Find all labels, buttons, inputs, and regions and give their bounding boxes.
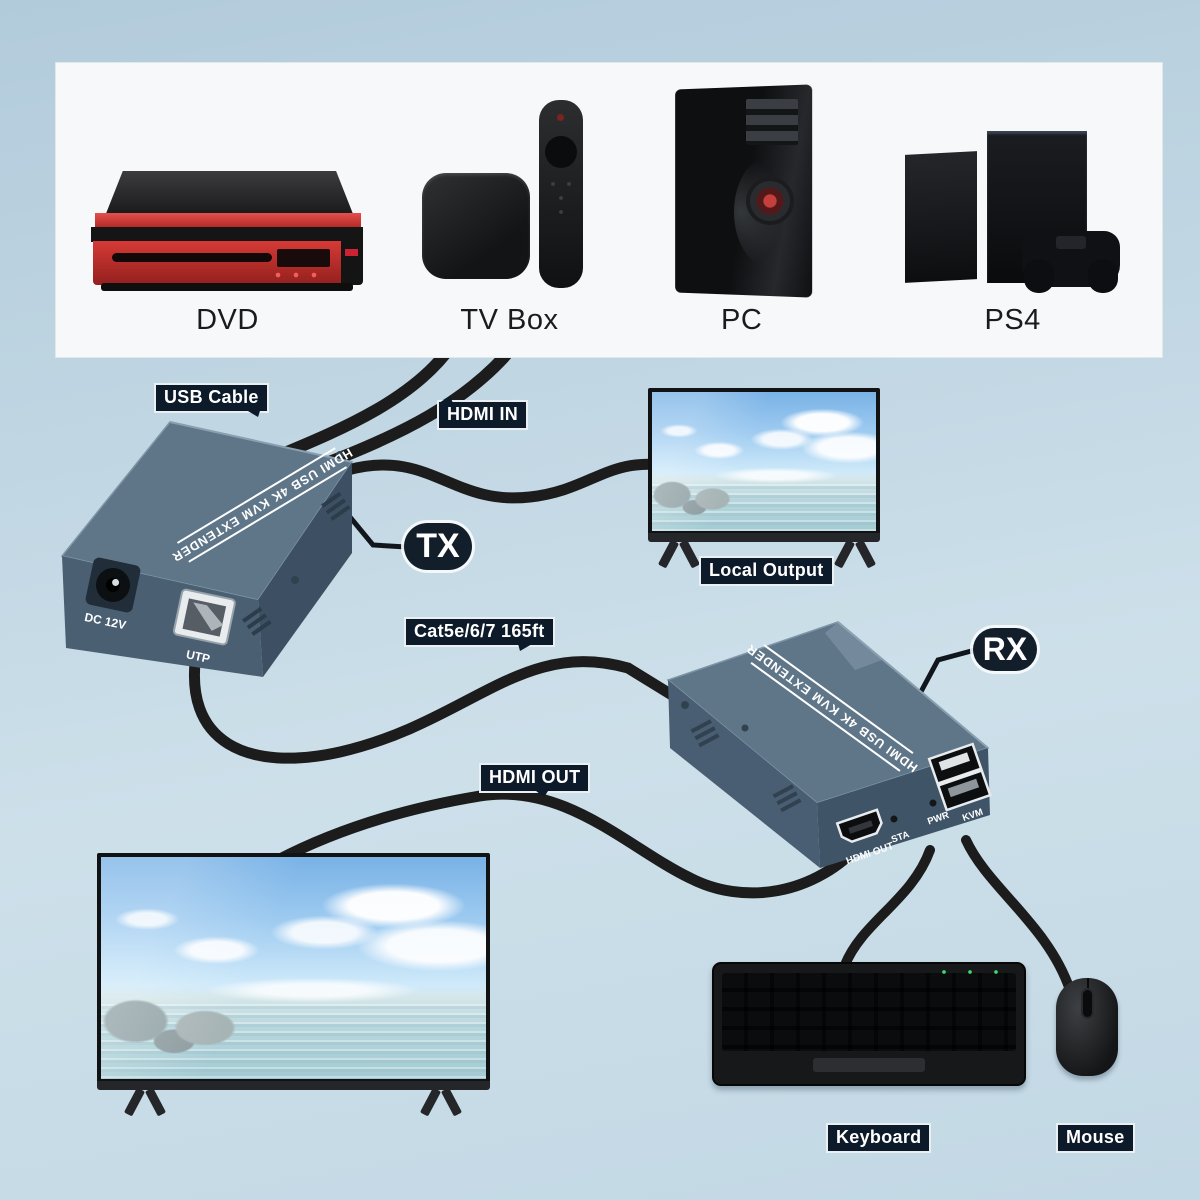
tx-vents-upper bbox=[321, 491, 351, 521]
remote-buttons bbox=[548, 178, 573, 218]
mouse-button-split bbox=[1087, 978, 1089, 992]
local-tv-left-leg bbox=[657, 539, 701, 569]
remote-output-tv bbox=[97, 853, 490, 1090]
mouse-cable-line bbox=[961, 835, 1075, 995]
device-cell-dvd: DVD bbox=[56, 63, 399, 357]
pc-art bbox=[672, 84, 812, 298]
usb-cable-tag: USB Cable bbox=[154, 383, 269, 413]
tv-box-body bbox=[421, 173, 530, 279]
keyboard-leds bbox=[938, 969, 1002, 975]
dvd-top-panel bbox=[105, 171, 354, 215]
svg-text:UTP: UTP bbox=[185, 647, 211, 666]
pc-drive-bays bbox=[745, 99, 798, 145]
tv-box bbox=[421, 100, 597, 295]
dvd-display bbox=[276, 249, 331, 267]
controller-touchpad bbox=[1056, 236, 1087, 249]
local-tv-screen bbox=[652, 392, 876, 531]
remote-tv-sheen bbox=[101, 857, 486, 1079]
remote-tv-right-leg bbox=[419, 1087, 463, 1117]
tx-extender-unit: HDMI USB 4K KVM EXTENDER DC 12V UTP bbox=[60, 421, 355, 677]
keyboard-cable-line bbox=[840, 845, 935, 970]
dvd-disc-tray bbox=[112, 253, 272, 262]
local-output-tv bbox=[648, 388, 880, 542]
dvd-front-panel bbox=[93, 241, 360, 285]
local-tv-sheen bbox=[652, 392, 876, 531]
rx-kvm-usb-ports: KVM bbox=[927, 742, 992, 824]
tx-pointer-line bbox=[342, 508, 409, 550]
rx-vents-upper bbox=[690, 719, 720, 748]
pc-label: PC bbox=[721, 304, 763, 336]
pc-tower bbox=[672, 84, 812, 298]
rx-vents-lower bbox=[772, 784, 802, 813]
rx-screw-2 bbox=[741, 724, 749, 732]
dvd-red-strip bbox=[95, 213, 362, 228]
remote-tv-bottom-bezel bbox=[97, 1081, 490, 1090]
controller-right-grip bbox=[1088, 259, 1119, 293]
dvd-black-band bbox=[91, 227, 364, 242]
dvd-base bbox=[101, 283, 354, 291]
cat5-tag: Cat5e/6/7 165ft bbox=[404, 617, 555, 647]
mouse bbox=[1056, 978, 1118, 1076]
source-devices-banner: DVD TV Box bbox=[55, 62, 1163, 358]
usb-cable-line bbox=[274, 339, 458, 461]
tx-screw bbox=[336, 451, 344, 459]
local-output-cable-line bbox=[342, 458, 676, 504]
dvd-player-art bbox=[91, 171, 364, 295]
dvd-label: DVD bbox=[196, 304, 259, 336]
dvd-usb-port bbox=[345, 249, 359, 256]
tx-badge: TX bbox=[404, 523, 472, 570]
ps4-consoles bbox=[905, 110, 1121, 295]
mouse-scroll-wheel bbox=[1082, 990, 1092, 1017]
ps4-controller bbox=[1022, 231, 1121, 293]
dvd-buttons bbox=[270, 271, 323, 279]
mouse-tag: Mouse bbox=[1056, 1123, 1135, 1153]
ps4-slim-console bbox=[905, 151, 978, 283]
local-tv-rocks bbox=[652, 392, 876, 531]
dvd-side-panel bbox=[341, 241, 364, 285]
tx-dc-jack: DC 12V bbox=[83, 557, 141, 632]
hdmi-out-tag: HDMI OUT bbox=[479, 763, 591, 793]
dvd-player bbox=[91, 171, 364, 295]
tx-screw-2 bbox=[291, 576, 299, 584]
keyboard bbox=[712, 962, 1026, 1086]
device-cell-ps4: PS4 bbox=[863, 63, 1162, 357]
local-tv-right-leg bbox=[833, 539, 877, 569]
hdmi-out-cable-line bbox=[272, 788, 870, 899]
pc-fan bbox=[749, 181, 790, 221]
tv-box-label: TV Box bbox=[460, 304, 559, 336]
remote-dpad bbox=[544, 136, 577, 168]
hdmi-in-tag: HDMI IN bbox=[437, 400, 529, 430]
rx-badge: RX bbox=[973, 628, 1037, 671]
cat5-cable-line bbox=[189, 642, 686, 764]
tx-utp-port: UTP bbox=[172, 588, 236, 666]
ps4-art bbox=[905, 110, 1121, 295]
rx-top-sheen bbox=[825, 622, 882, 670]
remote-tv-rocks bbox=[101, 857, 486, 1079]
tv-box-art bbox=[421, 100, 597, 295]
tx-vents-lower bbox=[242, 606, 272, 636]
keyboard-keys bbox=[722, 973, 1016, 1051]
remote-tv-screen bbox=[101, 857, 486, 1079]
rx-extender-unit: HDMI USB 4K KVM EXTENDER HDMI OUT STA PW… bbox=[666, 621, 992, 868]
keyboard-tag: Keyboard bbox=[826, 1123, 932, 1153]
local-output-tag: Local Output bbox=[699, 556, 834, 586]
device-cell-pc: PC bbox=[620, 63, 863, 357]
device-cell-tvbox: TV Box bbox=[399, 63, 620, 357]
remote-power-led bbox=[556, 114, 564, 121]
rx-top-edge-highlight bbox=[837, 621, 989, 749]
rx-left-face bbox=[668, 680, 820, 868]
ps4-label: PS4 bbox=[984, 304, 1041, 336]
rx-screw bbox=[681, 701, 689, 709]
controller-left-grip bbox=[1024, 259, 1055, 293]
remote-tv-left-leg bbox=[123, 1087, 167, 1117]
keyboard-spacebar bbox=[813, 1058, 925, 1072]
tx-right-face bbox=[258, 462, 352, 677]
local-tv-bottom-bezel bbox=[648, 533, 880, 542]
